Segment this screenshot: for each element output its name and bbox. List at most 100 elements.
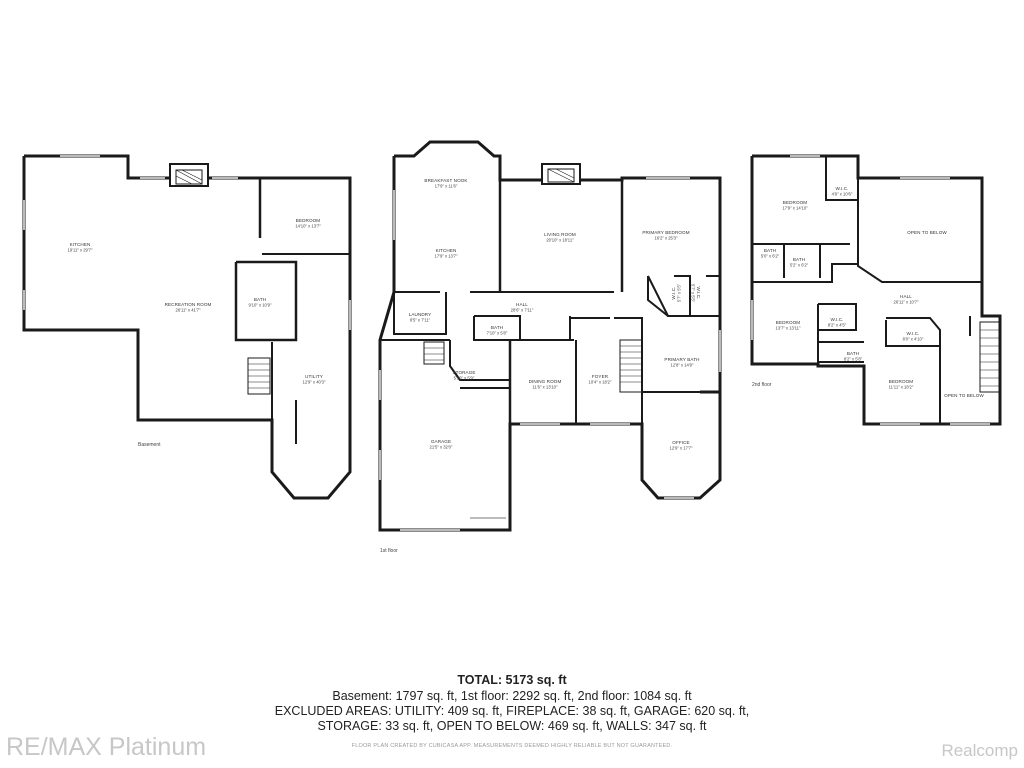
room-name: BATH (847, 351, 859, 356)
room-dimensions: 17'9" x 13'7" (435, 254, 458, 259)
room-name: OFFICE (672, 440, 689, 445)
brokerage-watermark: RE/MAX Platinum (6, 733, 207, 761)
room-second-2: OPEN TO BELOW (907, 230, 947, 235)
room-name: BREAKFAST NOOK (424, 178, 468, 183)
basement-plan (22, 154, 352, 500)
room-dimensions: 4'9" x 10'6" (832, 192, 853, 197)
stair-icon (619, 339, 643, 393)
room-dimensions: 5'7" x 5'5" (691, 284, 696, 303)
room-name: BATH (491, 325, 503, 330)
room-first-13: W.I.C.5'7" x 5'5" (671, 283, 682, 302)
room-name: HALL (900, 294, 912, 299)
room-name: W.I.C. (830, 317, 843, 322)
room-dimensions: 16'2" x 25'3" (655, 236, 678, 241)
room-dimensions: 9'10" x 10'9" (249, 303, 272, 308)
room-dimensions: 11'6" x 13'10" (533, 385, 558, 390)
room-dimensions: 5'7" x 5'5" (677, 283, 682, 302)
room-dimensions: 5'10" x 5'9" (454, 376, 475, 381)
excluded-areas-cont: STORAGE: 33 sq. ft, OPEN TO BELOW: 469 s… (317, 719, 707, 733)
room-name: PRIMARY BEDROOM (642, 230, 689, 235)
room-name: LIVING ROOM (544, 232, 576, 237)
excluded-areas: EXCLUDED AREAS: UTILITY: 409 sq. ft, FIR… (274, 704, 750, 718)
room-dimensions: 21'5" x 32'0" (430, 445, 453, 450)
room-dimensions: 12'9" x 17'7" (670, 446, 693, 451)
fireplace-icon (169, 163, 209, 187)
stair-icon (979, 321, 1001, 393)
room-name: BEDROOM (783, 200, 808, 205)
second-floor-plan (750, 154, 1002, 426)
room-name: HALL (516, 302, 528, 307)
room-name: W.I.C. (671, 286, 676, 299)
room-dimensions: 8'5" x 7'11" (410, 318, 431, 323)
room-dimensions: 8'2" x 5'8" (844, 357, 863, 362)
room-dimensions: 26'11" x 41'7" (176, 308, 201, 313)
room-name: FOYER (592, 374, 609, 379)
room-first-14: W.I.C.5'7" x 5'5" (691, 284, 702, 303)
room-second-7: W.I.C.8'2" x 4'5" (828, 317, 847, 328)
room-dimensions: 5'2" x 6'2" (790, 263, 809, 268)
floor-label-basement: Basement (138, 442, 161, 448)
room-dimensions: 7'10" x 5'8" (487, 331, 508, 336)
room-name: RECREATION ROOM (165, 302, 212, 307)
room-dimensions: 20'10" x 18'11" (546, 238, 574, 243)
room-dimensions: 14'10" x 13'7" (295, 224, 321, 229)
floor-label-first: 1st floor (380, 548, 398, 554)
room-name: OPEN TO BELOW (944, 393, 984, 398)
room-dimensions: 8'0" x 4'10" (903, 337, 924, 342)
room-dimensions: 5'0" x 6'2" (761, 254, 780, 259)
mls-watermark: Realcomp (941, 741, 1018, 760)
room-name: KITCHEN (436, 248, 457, 253)
room-name: PRIMARY BATH (664, 357, 699, 362)
room-dimensions: 26'11" x 10'7" (894, 300, 919, 305)
room-dimensions: 12'8" x 14'9" (671, 363, 694, 368)
stair-icon (247, 357, 271, 395)
room-name: DINING ROOM (529, 379, 562, 384)
stair-icon (423, 341, 445, 365)
room-dimensions: 17'9" x 11'6" (435, 184, 458, 189)
room-name: BATH (254, 297, 266, 302)
floor-areas: Basement: 1797 sq. ft, 1st floor: 2292 s… (332, 689, 692, 703)
room-second-1: W.I.C.4'9" x 10'6" (832, 186, 853, 197)
room-name: GARAGE (431, 439, 451, 444)
room-dimensions: 13'7" x 13'11" (776, 326, 801, 331)
room-dimensions: 17'9" x 14'10" (782, 206, 808, 211)
room-dimensions: 11'11" x 18'2" (889, 385, 914, 390)
room-name: BEDROOM (776, 320, 801, 325)
room-name: UTILITY (305, 374, 323, 379)
room-name: LAUNDRY (409, 312, 432, 317)
room-second-9: W.I.C.8'0" x 4'10" (903, 331, 924, 342)
room-dimensions: 19'11" x 29'7" (68, 248, 93, 253)
first-floor-plan (378, 140, 722, 532)
fireplace-icon (541, 163, 581, 185)
room-name: W.I.C. (835, 186, 848, 191)
total-area: TOTAL: 5173 sq. ft (457, 673, 567, 687)
room-name: W.I.C. (906, 331, 919, 336)
room-name: KITCHEN (70, 242, 91, 247)
room-name: OPEN TO BELOW (907, 230, 947, 235)
disclaimer: FLOOR PLAN CREATED BY CUBICASA APP. MEAS… (351, 743, 673, 749)
